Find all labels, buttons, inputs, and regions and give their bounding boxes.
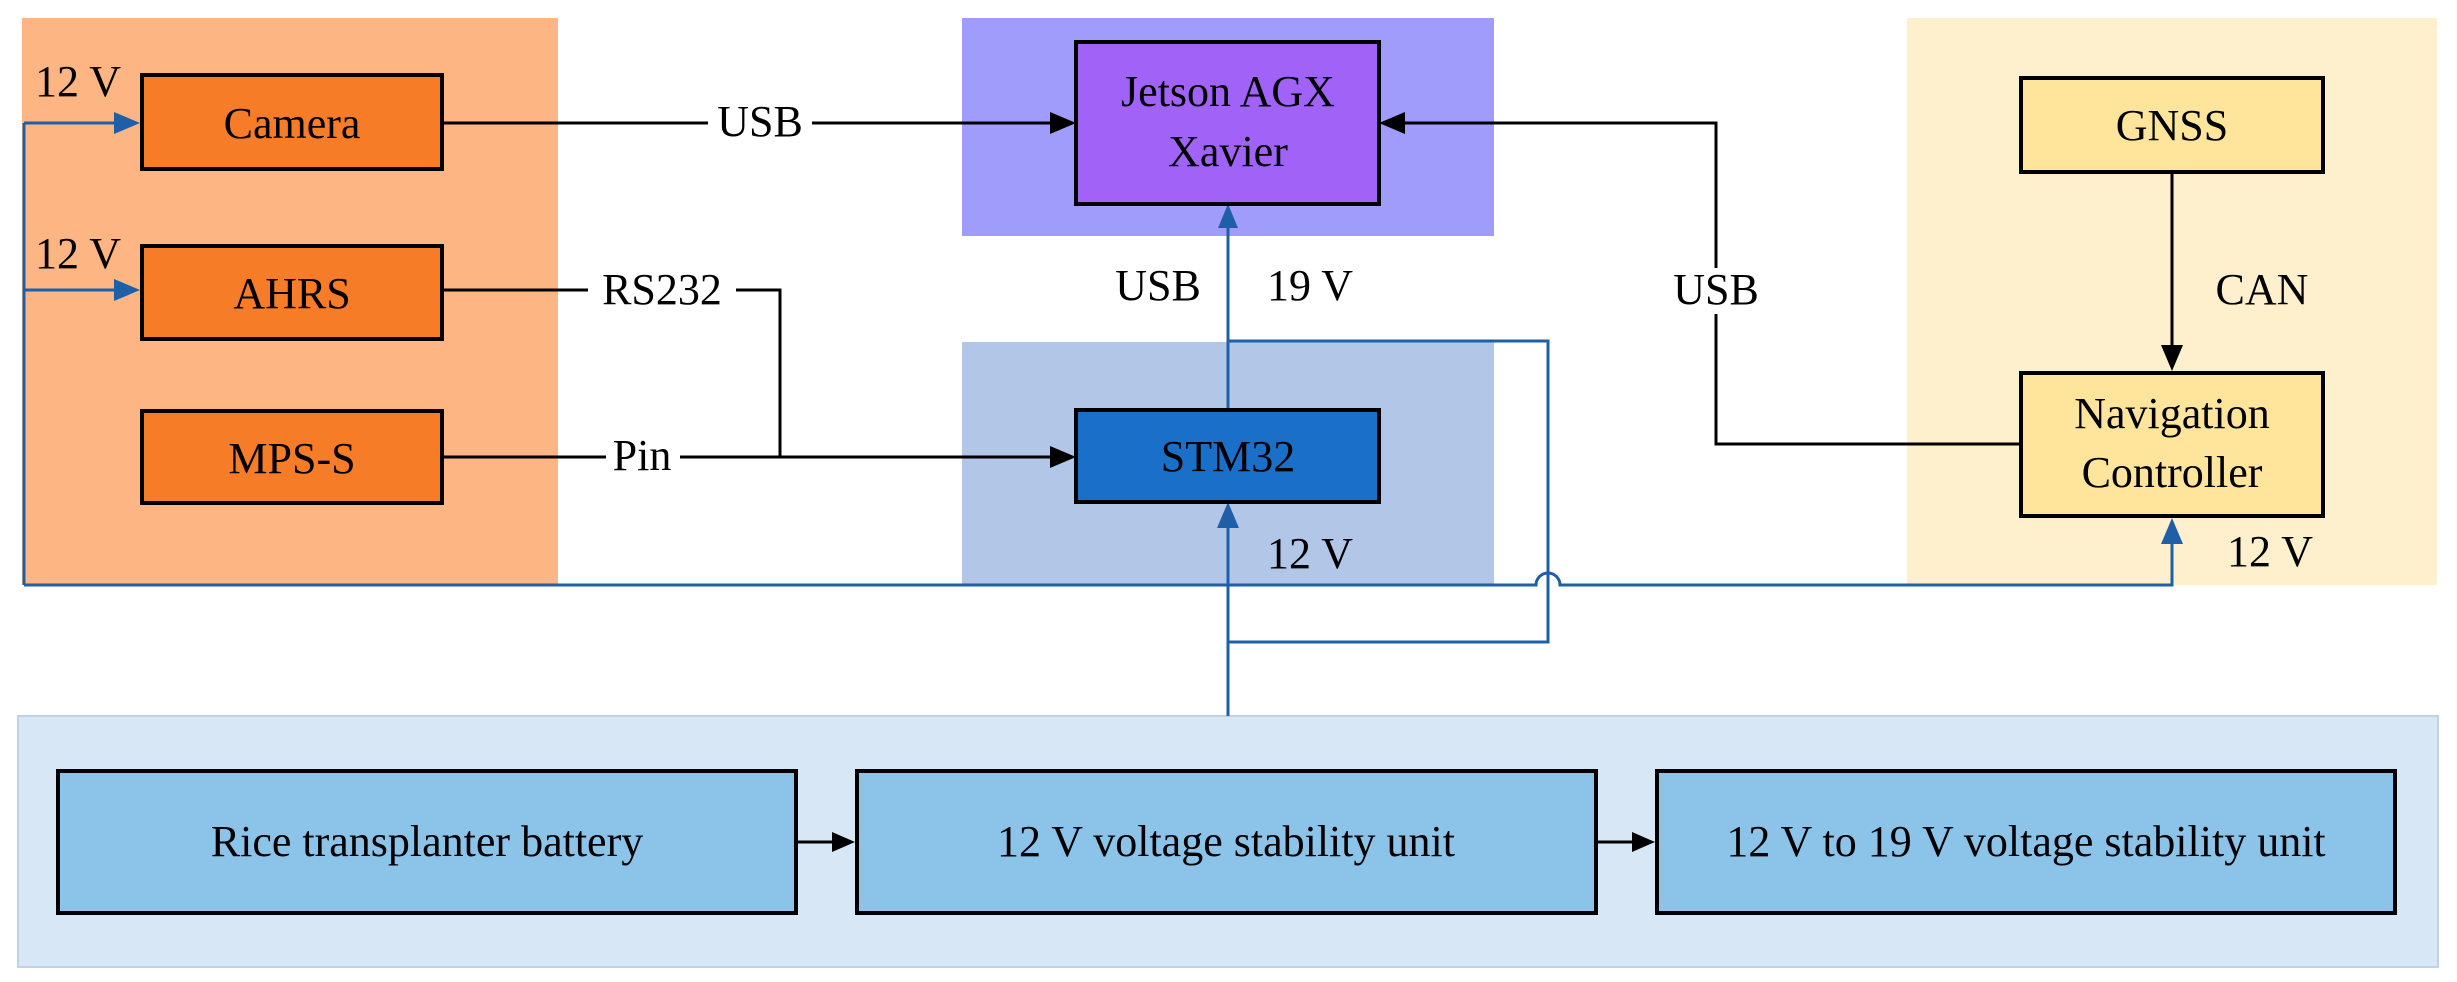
usb-label-bg xyxy=(708,100,812,146)
12v-stability-label: 12 V voltage stability unit xyxy=(997,817,1455,866)
camera-block: Camera xyxy=(140,73,444,171)
19v-stability-label: 12 V to 19 V voltage stability unit xyxy=(1726,817,2325,866)
arrowhead xyxy=(1217,502,1239,528)
pin-label-bg xyxy=(606,434,680,480)
mps-block: MPS-S xyxy=(140,409,444,505)
stm32-block: STM32 xyxy=(1074,408,1381,504)
battery-label: Rice transplanter battery xyxy=(211,817,643,866)
camera-12v-label: 12 V xyxy=(35,57,121,106)
battery-block: Rice transplanter battery xyxy=(56,769,798,915)
arrowhead xyxy=(1632,832,1655,852)
ahrs-rs232-label: RS232 xyxy=(602,265,722,314)
arrowhead xyxy=(1050,446,1076,468)
ahrs-rs232-line xyxy=(442,288,782,457)
jetson-label-line2: Xavier xyxy=(1168,127,1288,176)
arrowhead xyxy=(2161,518,2183,544)
rs232-label-bg xyxy=(588,268,736,314)
nav-12v-label: 12 V xyxy=(2227,527,2313,576)
jetson-block: Jetson AGX Xavier xyxy=(1074,40,1381,206)
arrowhead xyxy=(2161,345,2183,371)
gnss-can-label: CAN xyxy=(2216,265,2309,314)
navigation-controller-block: Navigation Controller xyxy=(2019,371,2325,518)
12v-stability-block: 12 V voltage stability unit xyxy=(855,769,1598,915)
arrowhead xyxy=(1379,112,1405,134)
ahrs-label: AHRS xyxy=(233,269,350,318)
power-loop-line xyxy=(1228,339,1550,644)
ahrs-block: AHRS xyxy=(140,244,444,341)
stm32-19v-label: 19 V xyxy=(1267,261,1353,310)
mps-pin-label: Pin xyxy=(613,431,672,480)
nav-usb-label: USB xyxy=(1673,265,1759,314)
camera-usb-label: USB xyxy=(717,97,803,146)
gnss-label: GNSS xyxy=(2116,101,2229,150)
stm32-usb-label: USB xyxy=(1115,261,1201,310)
nav-label-line1: Navigation xyxy=(2074,389,2270,438)
19v-stability-block: 12 V to 19 V voltage stability unit xyxy=(1655,769,2397,915)
jetson-label-line1: Jetson AGX xyxy=(1121,67,1335,116)
nav-usb-label-bg xyxy=(1660,268,1772,314)
power-bus-line xyxy=(24,540,2174,587)
nav-label-line2: Controller xyxy=(2082,448,2263,497)
arrowhead xyxy=(114,112,140,134)
stm32-label: STM32 xyxy=(1161,432,1295,481)
gnss-block: GNSS xyxy=(2019,76,2325,174)
arrowhead xyxy=(832,832,855,852)
ahrs-12v-label: 12 V xyxy=(35,229,121,278)
arrowhead xyxy=(114,279,140,301)
stm32-12v-label: 12 V xyxy=(1267,529,1353,578)
arrowhead xyxy=(1050,112,1076,134)
mps-label: MPS-S xyxy=(228,434,355,483)
arrowhead xyxy=(1218,204,1238,228)
camera-label: Camera xyxy=(224,99,361,148)
